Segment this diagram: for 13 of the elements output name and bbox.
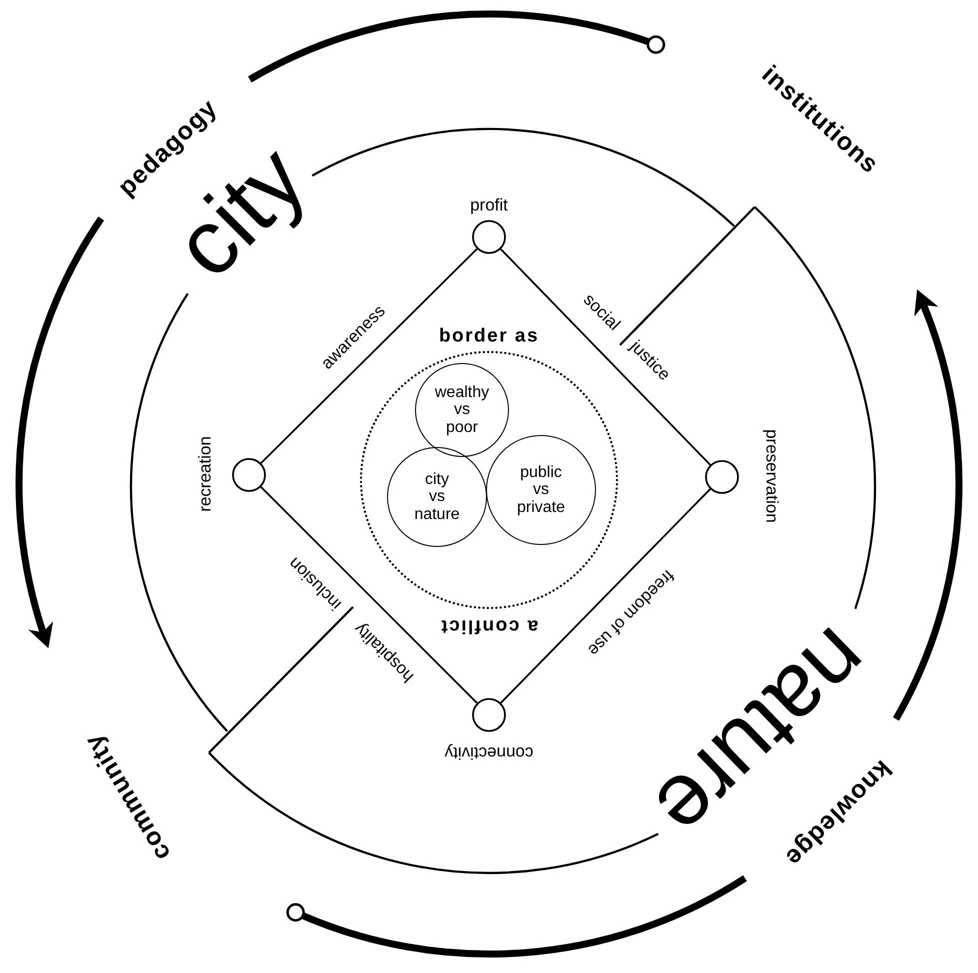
connector-line	[260, 248, 478, 464]
node-label: profit	[470, 196, 508, 214]
venn-circle: city vs nature	[387, 447, 487, 547]
connector-line	[500, 248, 712, 466]
venn-circle: wealthy vs poor	[415, 363, 509, 457]
connector-line	[500, 488, 712, 704]
heading-text: a conflict	[440, 616, 538, 636]
node-label: connectivity	[444, 744, 534, 762]
heading-text: border as	[438, 326, 540, 346]
node-label: recreation	[196, 436, 214, 512]
connector-line	[260, 486, 478, 704]
node-label: preservation	[764, 429, 780, 523]
venn-circle: public vs private	[486, 435, 596, 545]
